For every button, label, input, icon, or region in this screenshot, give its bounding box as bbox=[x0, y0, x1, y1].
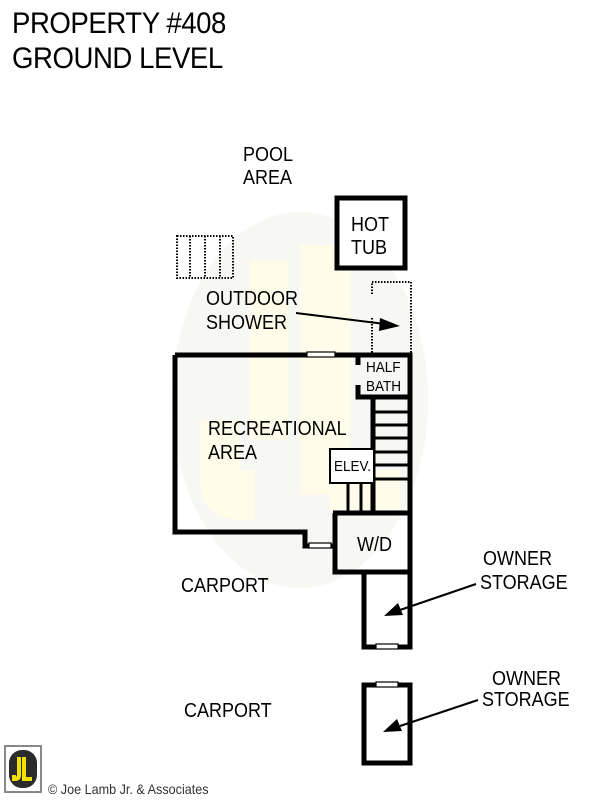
hot-tub-outline bbox=[334, 195, 408, 271]
label-outdoor-shower-1: OUTDOOR bbox=[206, 288, 298, 310]
storage-upper bbox=[361, 569, 413, 650]
label-washer-dryer: W/D bbox=[357, 534, 393, 556]
jl-logo-icon bbox=[9, 750, 37, 788]
label-outdoor-shower-2: SHOWER bbox=[206, 312, 287, 334]
storage-upper-arrow bbox=[384, 583, 477, 616]
label-carport-lower: CARPORT bbox=[184, 700, 272, 722]
label-half-bath-1: HALF bbox=[366, 359, 401, 376]
label-half-bath-2: BATH bbox=[366, 378, 402, 395]
page-title-line1: PROPERTY #408 bbox=[12, 7, 226, 40]
label-pool-area-2: AREA bbox=[243, 167, 293, 189]
label-pool-area-1: POOL bbox=[243, 144, 294, 166]
copyright-text: © Joe Lamb Jr. & Associates bbox=[48, 781, 209, 797]
page-title-line2: GROUND LEVEL bbox=[12, 42, 223, 75]
outdoor-shower-arrow bbox=[295, 312, 400, 331]
label-elevator: ELEV. bbox=[334, 458, 372, 475]
label-hot-tub-2: TUB bbox=[351, 237, 387, 259]
storage-lower-arrow bbox=[383, 699, 479, 732]
label-recreational-area-1: RECREATIONAL bbox=[208, 418, 347, 440]
label-owner-storage-upper-2: STORAGE bbox=[480, 572, 568, 594]
outdoor-shower-outline bbox=[371, 281, 412, 354]
half-bath-walls bbox=[355, 355, 410, 400]
company-logo bbox=[4, 745, 42, 793]
window-top bbox=[306, 351, 336, 358]
label-owner-storage-lower-1: OWNER bbox=[492, 668, 562, 690]
storage-lower bbox=[361, 681, 413, 766]
label-owner-storage-lower-2: STORAGE bbox=[482, 689, 570, 711]
pool-steps bbox=[176, 235, 234, 279]
window-jog bbox=[308, 542, 332, 549]
label-carport-upper: CARPORT bbox=[181, 575, 269, 597]
label-hot-tub-1: HOT bbox=[351, 214, 389, 236]
elevator-outline bbox=[329, 448, 375, 484]
label-owner-storage-upper-1: OWNER bbox=[483, 548, 553, 570]
label-recreational-area-2: AREA bbox=[208, 442, 258, 464]
